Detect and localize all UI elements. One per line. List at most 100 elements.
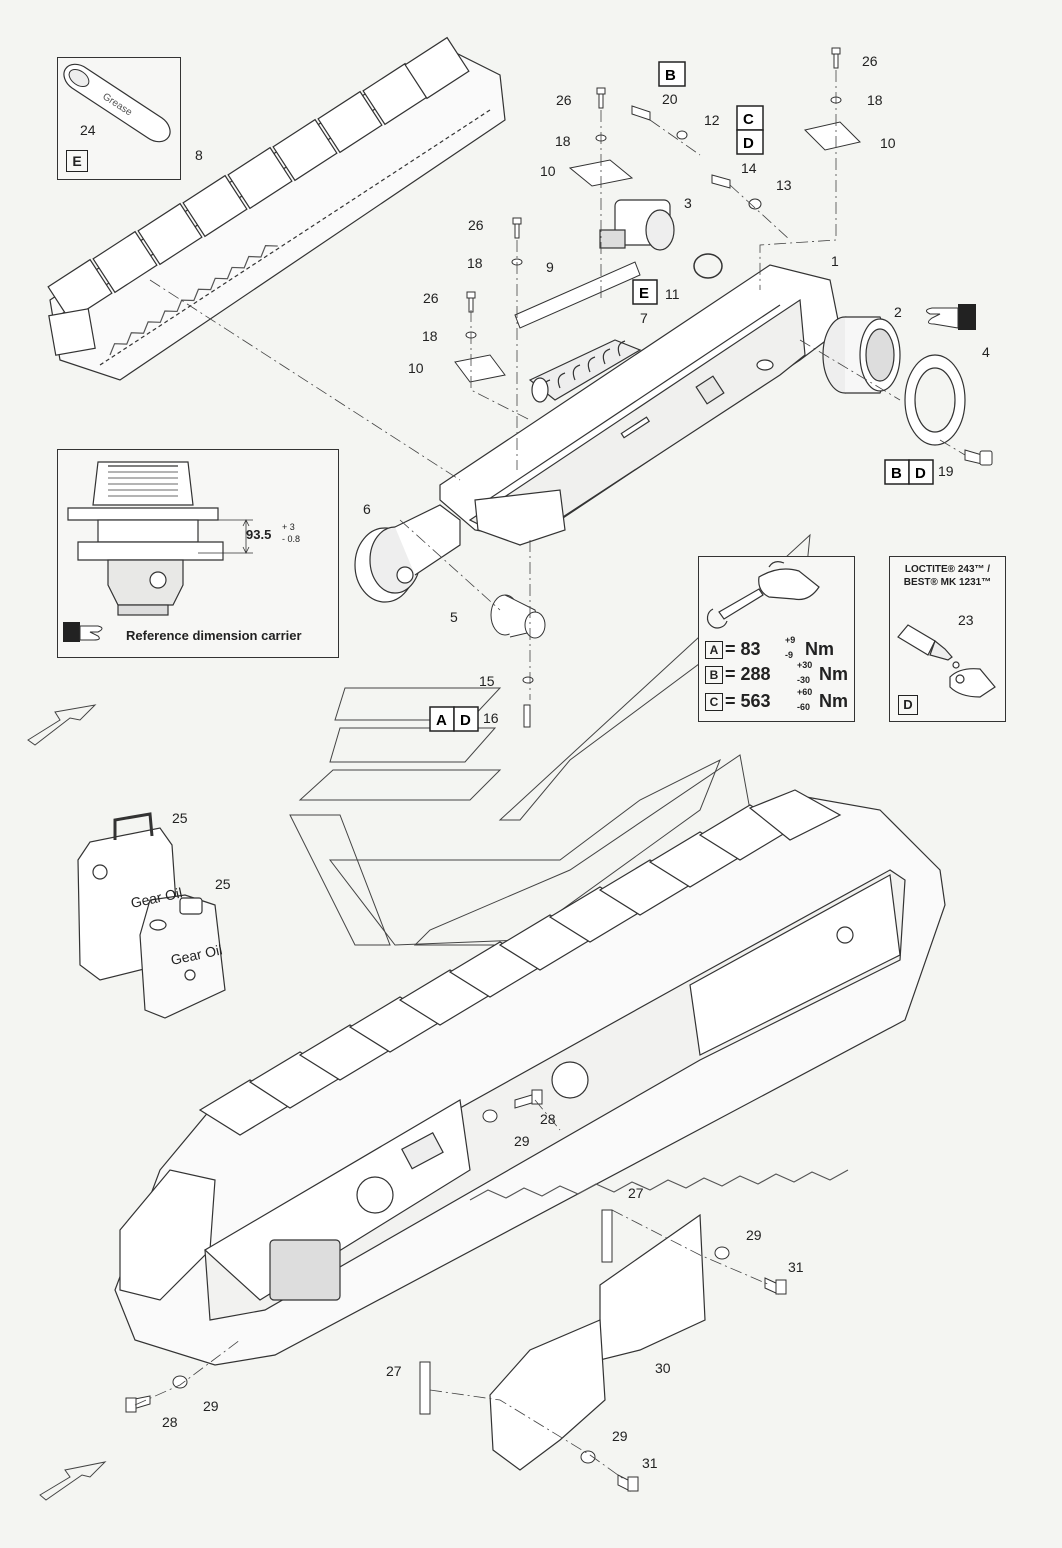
callout-26-a: 26 — [556, 92, 572, 108]
callout-18-d: 18 — [422, 328, 438, 344]
callout-10-c: 10 — [408, 360, 424, 376]
loctite-line-2: BEST® MK 1231™ — [903, 577, 992, 588]
torque-inset: A = 83 +9 -9 Nm B = 288 +30 -30 Nm C = 5… — [698, 556, 855, 722]
torque-minus-c: -60 — [797, 702, 811, 712]
callout-28-b: 28 — [162, 1414, 178, 1430]
loctite-inset: LOCTITE® 243™ / BEST® MK 1231™ 23 D — [889, 556, 1006, 722]
sprocket — [904, 354, 966, 446]
grease-inset: Grease 24 E — [57, 57, 181, 180]
tension-spring — [528, 339, 642, 403]
torque-row-a: A = 83 +9 -9 Nm — [705, 635, 851, 664]
grease-tube-icon: Grease — [63, 63, 171, 143]
callout-16: 16 — [483, 710, 499, 726]
wrench-hand-icon — [706, 561, 820, 629]
key-letter-boxes: B C D E B D A D — [429, 61, 934, 732]
dimension-tol-minus: - 0.8 — [282, 534, 301, 544]
upper-track-chain — [47, 36, 506, 381]
final-drive — [822, 316, 901, 394]
callout-26-d: 26 — [423, 290, 439, 306]
pointing-hand-icon — [926, 304, 976, 330]
callout-29-b: 29 — [746, 1227, 762, 1243]
torque-value-a: = 83 — [725, 639, 761, 659]
callout-7: 7 — [640, 310, 648, 326]
dimension-tol-plus: + 3 — [282, 522, 295, 532]
assembly-lines — [149, 70, 966, 700]
torque-key-a: A — [705, 641, 723, 659]
loctite-key-d: D — [898, 695, 918, 715]
callout-28-a: 28 — [540, 1111, 556, 1127]
callout-13: 13 — [776, 177, 792, 193]
torque-plus-c: +60 — [797, 687, 813, 697]
callout-18-a: 18 — [555, 133, 571, 149]
callout-25-a: 25 — [172, 810, 188, 826]
callout-10-a: 10 — [540, 163, 556, 179]
plate-10-a — [568, 159, 634, 187]
key-a-bolt: A — [436, 712, 447, 729]
callout-8: 8 — [195, 147, 203, 163]
callout-10-b: 10 — [880, 135, 896, 151]
callout-29-c: 29 — [203, 1398, 219, 1414]
plate-10-c — [454, 354, 506, 383]
callout-15: 15 — [479, 673, 495, 689]
dimension-value: 93.5 — [246, 527, 272, 542]
bolt-19 — [964, 449, 993, 466]
grease-key-e: E — [66, 150, 88, 172]
torque-key-b: B — [705, 666, 723, 684]
reference-dimension-inset: 93.5 + 3 - 0.8 Reference dimension carri… — [57, 449, 339, 658]
track-motor — [599, 199, 675, 251]
key-b-sprocket: B — [891, 465, 902, 482]
torque-plus-a: +9 — [785, 635, 796, 645]
key-d-bolt: D — [460, 712, 471, 729]
callout-14: 14 — [741, 160, 757, 176]
torque-unit-a: Nm — [805, 639, 835, 659]
key-d-sprocket: D — [915, 465, 926, 482]
callout-20: 20 — [662, 91, 678, 107]
callout-labels: 1 2 3 4 5 6 7 8 9 10 10 10 11 12 13 14 1… — [162, 53, 990, 1471]
torque-unit-b: Nm — [819, 664, 849, 684]
callout-29-d: 29 — [612, 1428, 628, 1444]
loctite-bottle-icon — [897, 624, 996, 698]
reference-caption: Reference dimension carrier — [126, 628, 302, 643]
callout-3: 3 — [684, 195, 692, 211]
callout-26-b: 26 — [862, 53, 878, 69]
o-ring — [693, 253, 723, 279]
bottom-assembly-lines — [134, 1099, 771, 1481]
callout-1: 1 — [831, 253, 839, 269]
bushing — [490, 594, 546, 639]
plate-10-b — [804, 121, 861, 151]
callout-29-a: 29 — [514, 1133, 530, 1149]
key-b-top: B — [665, 67, 676, 84]
callout-18-c: 18 — [467, 255, 483, 271]
cover-plate-9 — [514, 261, 641, 329]
carrier-frame — [439, 264, 841, 546]
callout-31-b: 31 — [642, 1455, 658, 1471]
callout-25-b: 25 — [215, 876, 231, 892]
torque-minus-b: -30 — [797, 675, 811, 685]
callout-5: 5 — [450, 609, 458, 625]
assembled-track — [114, 789, 946, 1366]
loctite-item-number: 23 — [958, 612, 974, 628]
callout-31-a: 31 — [788, 1259, 804, 1275]
side-cover-30 — [489, 1213, 706, 1471]
front-idler — [354, 504, 461, 603]
callout-19: 19 — [938, 463, 954, 479]
key-d-top: D — [743, 135, 754, 152]
callout-11: 11 — [665, 286, 680, 302]
callout-30: 30 — [655, 1360, 671, 1376]
torque-row-c: C = 563 +60 -60 Nm — [705, 687, 851, 718]
grease-item-number: 24 — [80, 122, 96, 138]
callout-27-b: 27 — [386, 1363, 402, 1379]
callout-18-b: 18 — [867, 92, 883, 108]
callout-26-c: 26 — [468, 217, 484, 233]
torque-row-b: B = 288 +30 -30 Nm — [705, 660, 851, 691]
bracket-27 — [419, 1209, 613, 1415]
torque-value-b: = 288 — [725, 664, 771, 684]
bottom-fasteners — [125, 1089, 787, 1492]
torque-key-c: C — [705, 693, 723, 711]
key-e-spring: E — [639, 285, 649, 302]
torque-plus-b: +30 — [797, 660, 813, 670]
gear-oil-cans: Gear Oil Gear Oil — [77, 812, 226, 1019]
callout-12: 12 — [704, 112, 720, 128]
callout-9: 9 — [546, 259, 554, 275]
